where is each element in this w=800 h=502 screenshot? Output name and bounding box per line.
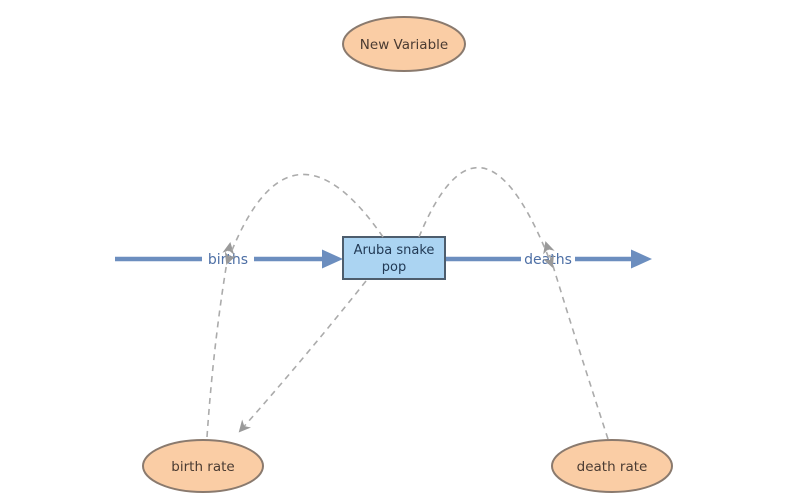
node-stock-aruba-snake-pop[interactable]: Aruba snake pop bbox=[342, 236, 446, 280]
node-birth-rate[interactable]: birth rate bbox=[142, 439, 264, 493]
new-variable-ellipse[interactable] bbox=[342, 16, 466, 72]
node-death-rate[interactable]: death rate bbox=[551, 439, 673, 493]
new-variable-label: New Variable bbox=[360, 37, 448, 53]
birth-rate-ellipse[interactable] bbox=[142, 439, 264, 493]
stock-label-line2: pop bbox=[382, 260, 406, 275]
flow-deaths[interactable]: deaths bbox=[445, 249, 652, 269]
link-death-rate-to-deaths[interactable] bbox=[543, 241, 609, 440]
stock-label-line1: Aruba snake bbox=[354, 243, 435, 258]
death-rate-label: death rate bbox=[577, 459, 648, 475]
link-stock-to-births[interactable] bbox=[224, 173, 384, 265]
influence-links bbox=[206, 166, 609, 440]
link-birth-rate-to-births[interactable] bbox=[206, 242, 235, 438]
births-flow-arrowhead-icon bbox=[322, 249, 343, 269]
stock-rect[interactable] bbox=[342, 236, 446, 280]
death-rate-ellipse[interactable] bbox=[551, 439, 673, 493]
deaths-flow-arrowhead-icon bbox=[631, 249, 652, 269]
link-stock-to-deaths[interactable] bbox=[418, 166, 554, 268]
link-stock-to-birth-rate[interactable] bbox=[238, 280, 367, 433]
birth-rate-label: birth rate bbox=[171, 459, 234, 475]
node-new-variable[interactable]: New Variable bbox=[342, 16, 466, 72]
